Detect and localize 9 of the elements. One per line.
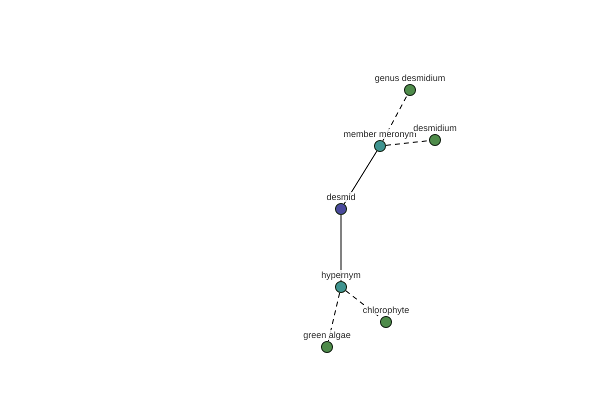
node-label: hypernym [321, 270, 361, 280]
node-label: chlorophyte [362, 305, 410, 315]
dashed-line [382, 94, 408, 142]
node-label: green algae [303, 330, 351, 340]
node-label: genus desmidium [374, 73, 446, 83]
dashed-line [328, 292, 340, 342]
node-label: desmidium [413, 123, 457, 133]
node-label: desmid [326, 192, 356, 202]
dashed-line [385, 140, 430, 146]
